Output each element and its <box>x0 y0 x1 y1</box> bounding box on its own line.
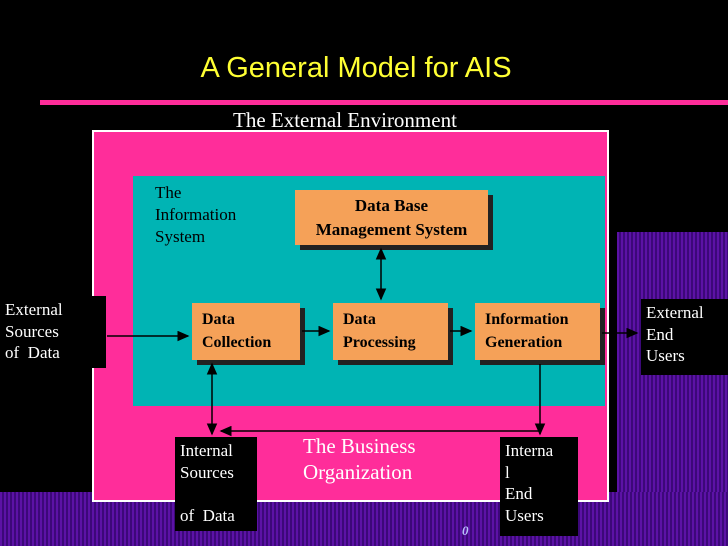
data-collection-box: Data Collection <box>192 303 300 360</box>
business-organization-label: The Business Organization <box>303 434 416 485</box>
information-generation-box: Information Generation <box>475 303 600 360</box>
external-environment-label: The External Environment <box>233 108 457 132</box>
information-generation-label: Information Generation <box>485 311 569 351</box>
internal-sources-box: Internal Sources of Data <box>175 437 257 531</box>
external-end-users-box: External End Users <box>641 299 728 375</box>
external-sources-box: External Sources of Data <box>0 296 106 368</box>
slide-title: A General Model for AIS <box>200 52 512 84</box>
data-processing-box: Data Processing <box>333 303 448 360</box>
data-collection-label: Data Collection <box>202 311 272 351</box>
internal-end-users-box: Interna l End Users <box>500 437 578 536</box>
dbms-box: Data Base Management System <box>295 190 488 245</box>
page-number: 0 <box>462 523 469 538</box>
data-processing-label: Data Processing <box>343 311 416 351</box>
information-system-label: The Information System <box>155 183 237 247</box>
dbms-label: Data Base Management System <box>315 195 468 239</box>
title-underline <box>40 100 728 105</box>
